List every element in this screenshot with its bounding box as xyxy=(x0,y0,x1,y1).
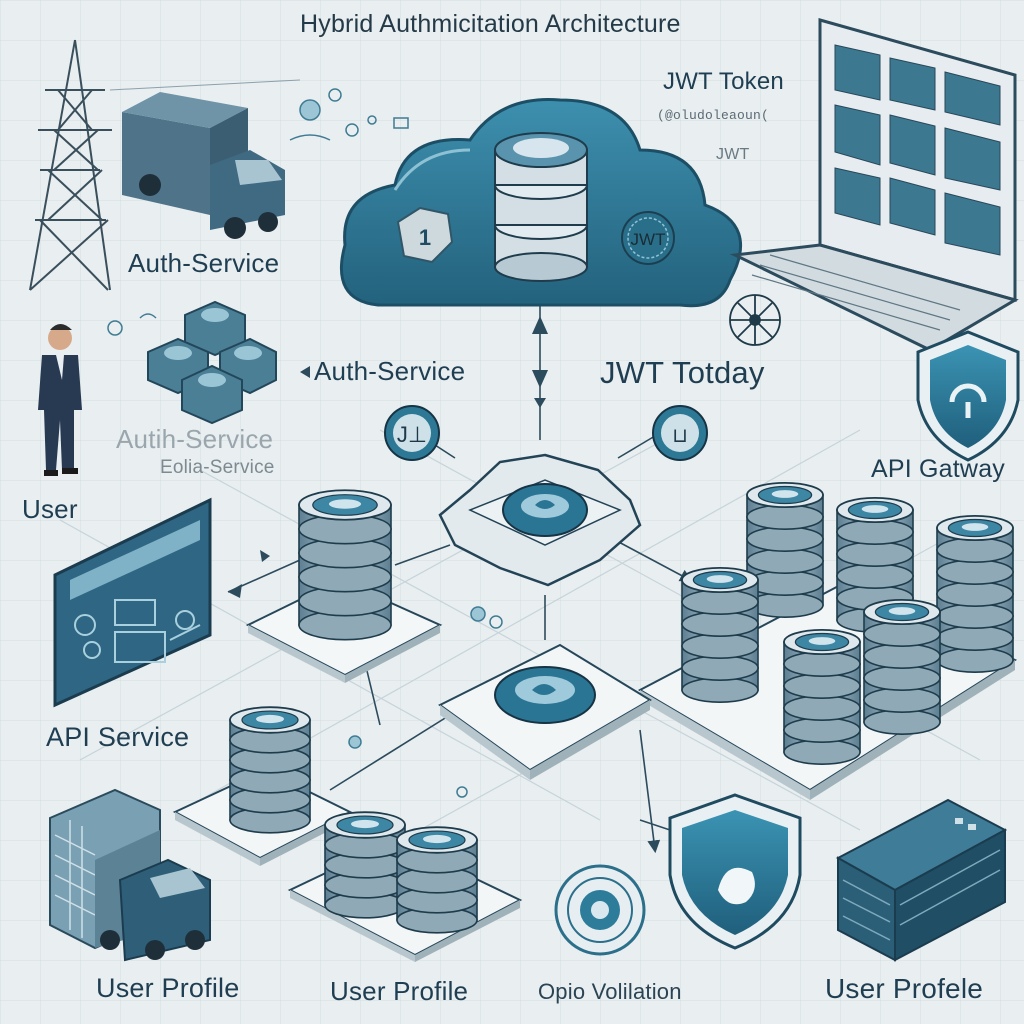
jwt-subtext: JWT xyxy=(716,146,750,163)
down-arrow-icon xyxy=(534,398,546,408)
database-cylinder-icon xyxy=(229,706,311,834)
otp-target-icon xyxy=(554,864,646,956)
token-node-left-label: J⊥ xyxy=(397,422,427,447)
database-cylinder-icon xyxy=(681,566,759,703)
jwt-seal-icon xyxy=(621,211,675,265)
database-cylinder-icon xyxy=(936,514,1014,673)
cloud-right-badge-label: JWT xyxy=(631,230,666,249)
gear-hub-icon xyxy=(438,453,642,587)
compass-icon xyxy=(729,294,781,346)
connectors xyxy=(227,300,701,854)
user-profile-label-center: User Profile xyxy=(330,976,469,1006)
arrow-icon xyxy=(260,550,270,562)
down-arrow-icon xyxy=(532,370,548,388)
user-label: User xyxy=(22,494,78,524)
server-unit-icon xyxy=(835,798,1008,962)
api-gateway-label: API Gatway xyxy=(871,455,1005,483)
jwt-seal-ring xyxy=(627,217,669,259)
token-node-left-icon xyxy=(384,405,440,461)
shield-icon xyxy=(916,330,1020,462)
left-arrow-icon xyxy=(228,584,242,598)
diagram-title: Hybrid Authmicitation Architecture xyxy=(300,10,681,38)
user-person-icon xyxy=(38,324,82,476)
database-cylinder-icon xyxy=(396,826,478,934)
user-profile-label-left: User Profile xyxy=(96,973,240,1003)
server-rack-icon xyxy=(49,788,211,962)
sketch-icons xyxy=(289,88,409,141)
database-cylinder-icon xyxy=(863,598,941,735)
database-cylinder-icon xyxy=(298,489,392,641)
auth-service-label-top: Auth-Service xyxy=(128,248,280,278)
database-cluster-api-gateway xyxy=(681,481,1014,765)
auth-service-label-faded: Autih-Service xyxy=(116,424,274,454)
otp-validation-label: Opio Volilation xyxy=(538,979,682,1004)
auth-service-label-center: Auth-Service xyxy=(314,356,466,386)
power-tower-icon xyxy=(29,39,301,291)
database-cylinder-icon xyxy=(783,628,861,765)
jwt-token-subtext: (@oludoleaoun( xyxy=(657,108,770,123)
jwt-token-label: JWT Token xyxy=(663,68,784,95)
truck-icon xyxy=(122,92,285,239)
small-sketch-icons-mid xyxy=(348,606,503,798)
laptop-icon xyxy=(729,18,1019,352)
service-blocks-icon xyxy=(147,300,277,425)
auth-service-label-small: Eolia-Service xyxy=(160,457,275,478)
database-cylinder-icon xyxy=(324,811,406,919)
database-stack-api-service xyxy=(229,706,311,834)
cloud-left-badge-label: 1 xyxy=(419,225,431,250)
database-stack-user-profile xyxy=(324,811,478,934)
cloud-left-badge xyxy=(396,206,454,264)
small-sketch-icons xyxy=(107,313,310,378)
cloud-database-icon xyxy=(494,132,588,282)
dashboard-panel-icon xyxy=(53,497,212,708)
token-node-right-icon xyxy=(652,405,708,461)
user-profile-label-right: User Profele xyxy=(825,973,984,1004)
up-arrow-icon xyxy=(532,316,548,334)
api-service-label: API Service xyxy=(46,722,190,752)
jwt-today-label: JWT Totday xyxy=(600,355,765,390)
token-node-right-label: ⊔ xyxy=(672,425,688,447)
validation-hub-icon xyxy=(438,643,652,780)
database-stack-auth-service xyxy=(298,489,392,641)
security-shield-icon xyxy=(668,793,802,950)
